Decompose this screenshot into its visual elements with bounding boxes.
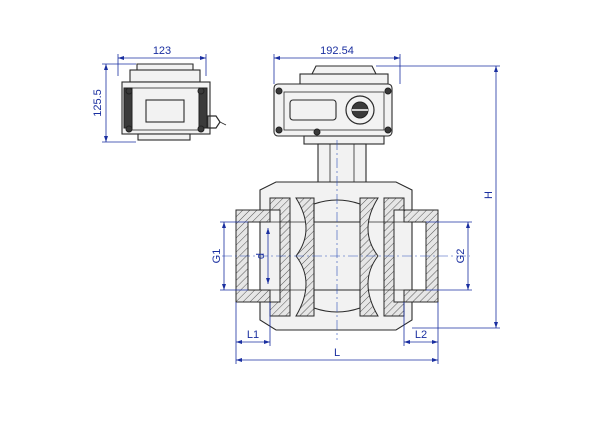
arrow-icon <box>222 222 226 228</box>
arrow-icon <box>236 358 242 362</box>
dim-l1: L1 <box>235 302 271 364</box>
arrow-icon <box>266 278 270 284</box>
side-cable-gland <box>207 115 221 129</box>
arrow-icon <box>404 340 410 344</box>
bolt-icon <box>313 128 321 136</box>
actuator-band <box>299 73 389 85</box>
arrow-icon <box>104 64 108 70</box>
arrow-icon <box>104 136 108 142</box>
arrow-icon <box>274 56 280 60</box>
dim-label-g2: G2 <box>455 249 467 264</box>
side-base <box>137 133 191 141</box>
arrow-icon <box>494 66 498 72</box>
position-indicator-icon <box>345 95 375 125</box>
dim-label-side-height: 125.5 <box>92 89 104 117</box>
arrow-icon <box>466 284 470 290</box>
arrow-icon <box>266 228 270 234</box>
bolt-icon <box>384 87 392 95</box>
stem <box>317 143 367 189</box>
actuator-mount-plate <box>303 135 385 145</box>
arrow-icon <box>200 56 206 60</box>
ball-bottom <box>313 289 361 313</box>
bolt-icon <box>125 87 133 95</box>
dim-label-side-width: 123 <box>153 45 171 57</box>
arrow-icon <box>394 56 400 60</box>
dim-h: H <box>376 65 500 329</box>
arrow-icon <box>466 222 470 228</box>
actuator-inner-panel <box>283 91 385 131</box>
arrow-icon <box>432 340 438 344</box>
bolt-icon <box>384 126 392 134</box>
bolt-icon <box>275 87 283 95</box>
bolt-icon <box>275 126 283 134</box>
dim-l: L <box>236 347 438 362</box>
cable-line <box>219 121 227 126</box>
bolt-icon <box>197 87 205 95</box>
dim-l2: L2 <box>403 302 439 364</box>
dim-g2: G2 <box>426 221 472 291</box>
side-upper-band <box>129 69 201 83</box>
bolt-icon <box>125 125 133 133</box>
dim-label-d: d <box>255 253 267 259</box>
dim-label-l: L <box>334 347 340 359</box>
arrow-icon <box>494 322 498 328</box>
dim-g1: G1 <box>211 221 248 291</box>
stem-bracket <box>317 143 367 189</box>
arrow-icon <box>432 358 438 362</box>
ball-top <box>313 199 361 223</box>
arrow-icon <box>236 340 242 344</box>
arrow-icon <box>118 56 124 60</box>
actuator-top-cap <box>311 65 377 75</box>
dim-d: d <box>255 228 270 284</box>
bolt-icon <box>197 125 205 133</box>
dim-label-actuator-width: 192.54 <box>320 45 354 57</box>
ball-left-seat <box>295 197 315 317</box>
dim-label-l1: L1 <box>247 329 259 341</box>
dim-label-g1: G1 <box>211 249 223 264</box>
actuator-nameplate <box>289 99 337 121</box>
ball-right-seat <box>359 197 379 317</box>
arrow-icon <box>222 284 226 290</box>
side-view: 123 125.5 <box>92 45 227 143</box>
arrow-icon <box>264 340 270 344</box>
actuator: 192.54 <box>273 45 401 145</box>
side-top-cap <box>136 63 194 71</box>
side-nameplate <box>145 99 185 123</box>
dim-label-h: H <box>483 191 495 199</box>
dim-label-l2: L2 <box>415 329 427 341</box>
